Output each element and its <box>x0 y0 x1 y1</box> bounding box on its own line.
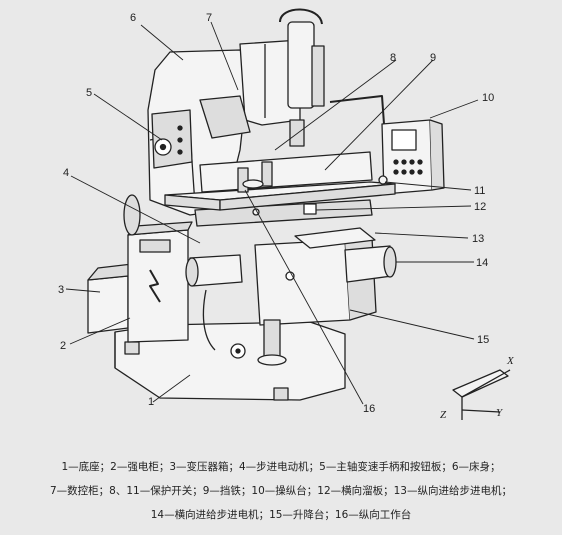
callout-label-8: 8 <box>390 52 396 64</box>
callout-label-12: 12 <box>474 201 486 213</box>
lift-screw <box>257 319 287 366</box>
callout-label-5: 5 <box>86 87 92 99</box>
caption-line-1: 1—底座；2—强电柜；3—变压器箱；4—步进电动机；5—主轴变速手柄和按钮板；6… <box>61 461 501 473</box>
callout-label-1: 1 <box>148 396 154 408</box>
nc-cabinet <box>199 8 325 147</box>
callout-label-6: 6 <box>130 12 136 24</box>
longitudinal-stepper-motor <box>294 227 376 249</box>
strong-current-cabinet <box>127 221 193 343</box>
callout-label-9: 9 <box>430 52 436 64</box>
callout-label-7: 7 <box>206 12 212 24</box>
stepper-motor <box>185 254 243 351</box>
cross-stepper-motor <box>344 245 397 283</box>
callout-label-14: 14 <box>476 257 488 269</box>
axis-indicator <box>452 369 511 420</box>
caption-line-2: 7—数控柜；8、11—保护开关；9—挡铁；10—操纵台；12—横向溜板；13—纵… <box>50 485 512 497</box>
operation-console <box>329 95 445 195</box>
cross-slide <box>194 199 373 227</box>
caption-line-3: 14—横向进给步进电机；15—升降台；16—纵向工作台 <box>150 509 412 521</box>
callout-label-3: 3 <box>58 284 64 296</box>
callout-label-15: 15 <box>477 334 489 346</box>
callout-label-10: 10 <box>482 92 494 104</box>
spindle-control-panel <box>151 109 193 169</box>
callout-label-2: 2 <box>60 340 66 352</box>
stop-dog <box>237 161 273 193</box>
transformer-box <box>87 263 133 334</box>
base-part <box>114 321 346 401</box>
axis-label-x: X <box>506 355 515 367</box>
callout-label-13: 13 <box>472 233 484 245</box>
callout-label-16: 16 <box>363 403 375 415</box>
callout-label-11: 11 <box>474 185 485 197</box>
axis-label-z: Z <box>440 409 447 421</box>
figure-caption: 1—底座；2—强电柜；3—变压器箱；4—步进电动机；5—主轴变速手柄和按钮板；6… <box>0 455 562 527</box>
axis-label-y: Y <box>496 407 504 419</box>
callout-label-4: 4 <box>63 167 69 179</box>
